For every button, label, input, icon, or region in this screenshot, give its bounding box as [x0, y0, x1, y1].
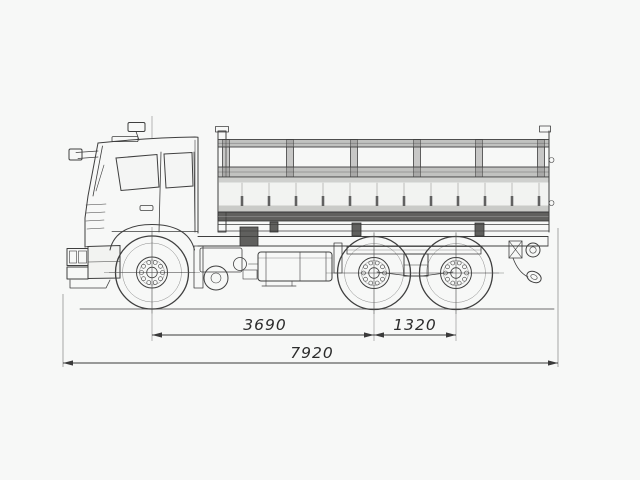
fuel-tank — [257, 251, 333, 287]
grille-lines — [85, 203, 107, 230]
rear-latch-lower — [548, 200, 555, 206]
roof-hatch — [111, 136, 139, 143]
dimension-overall-length-label: 7920 — [290, 344, 333, 362]
tow-hitch — [508, 240, 542, 284]
rear-stake-cap — [539, 125, 551, 133]
arrowhead — [374, 332, 384, 338]
front-fender-arch — [109, 224, 195, 251]
side-board-top-strip — [218, 177, 549, 183]
a-pillar-front-face — [84, 142, 99, 248]
dimension-rear-axle-spacing: 1320 — [374, 316, 456, 338]
top-mirror — [127, 122, 146, 132]
reaction-rod-rear — [421, 271, 454, 277]
arrowhead — [63, 360, 73, 366]
arrowhead — [548, 360, 558, 366]
hitch-eye — [526, 270, 542, 284]
rear-side-window — [163, 151, 194, 189]
cargo-body — [215, 125, 555, 233]
bumper-lower-lip — [69, 279, 111, 289]
front-stake-cap — [215, 126, 229, 133]
door-front-seam — [158, 151, 162, 233]
board-latches — [240, 196, 541, 206]
dimension-wheelbase: 3690 — [152, 316, 374, 338]
headlight-left-lens — [69, 250, 77, 264]
front-mud-flap — [193, 245, 204, 289]
wiper — [95, 164, 105, 192]
bumper-end-box — [66, 266, 89, 280]
side-board — [217, 176, 550, 213]
top-mirror-arm — [135, 131, 140, 141]
floor-hangers — [269, 221, 485, 237]
arrowhead — [446, 332, 456, 338]
dimensions: 3690 1320 7920 — [62, 228, 559, 367]
reaction-rod-front — [376, 271, 411, 277]
transmission — [199, 247, 259, 291]
arrowhead — [364, 332, 374, 338]
mirror-arm-bottom — [77, 156, 99, 159]
side-board-bottom-strip — [218, 205, 549, 212]
hitch-arm — [512, 257, 529, 278]
mirror-arm-top — [75, 150, 99, 153]
door-rear-seam — [193, 151, 196, 233]
windshield-edge — [92, 145, 103, 197]
bumper-join — [84, 246, 89, 248]
rear-latch-upper — [548, 157, 555, 163]
dimension-rear-axle-spacing-label: 1320 — [393, 316, 436, 334]
door-handle — [139, 205, 154, 211]
dimension-wheelbase-label: 3690 — [243, 316, 286, 334]
cab-roof-and-back — [97, 136, 199, 234]
dimension-overall-length: 7920 — [63, 344, 558, 366]
tow-hook — [525, 242, 541, 258]
chassis — [197, 221, 549, 291]
centerlines — [104, 116, 504, 341]
bumper-step-line — [87, 261, 121, 263]
tipping-pivot — [239, 226, 259, 247]
headlight-right-lens — [78, 250, 87, 264]
side-mirror — [68, 148, 83, 161]
door-window — [115, 153, 160, 192]
arrowhead — [152, 332, 162, 338]
truck-cab — [66, 122, 204, 289]
